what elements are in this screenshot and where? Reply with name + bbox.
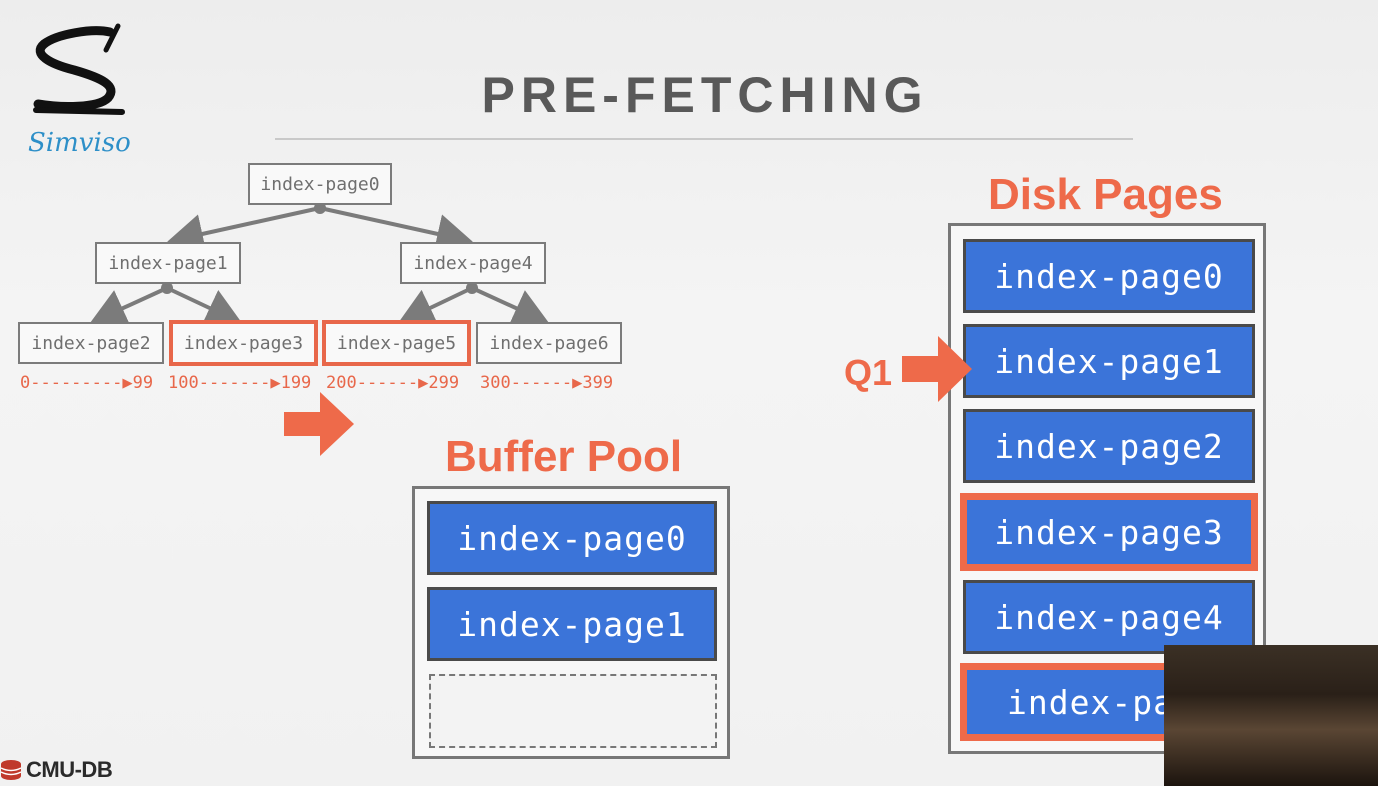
footer-logo: CMU-DB [0,757,113,783]
tree-edges [89,202,550,327]
query-label: Q1 [844,352,893,393]
tree-leaf-highlighted: index-page3 [169,320,318,366]
footer-logo-text: CMU-DB [26,757,113,782]
tree-node-root: index-page0 [248,163,392,205]
tree-leaf: index-page6 [476,322,622,364]
disk-page: index-page1 [963,324,1255,398]
disk-pages-heading: Disk Pages [988,170,1223,219]
query-arrow-icon [902,336,972,402]
key-range: 100-------▶199 [168,373,312,393]
buffer-pool-container: index-page0 index-page1 [412,486,730,759]
scan-arrow-icon [284,392,354,456]
buffer-slot: index-page1 [427,587,717,661]
slide-title: PRE-FETCHING [481,67,929,123]
buffer-slot-empty [429,674,717,748]
webcam-overlay [1164,645,1378,786]
logo-text: Simviso [28,128,131,158]
buffer-slot: index-page0 [427,501,717,575]
tree-leaf: index-page2 [18,322,164,364]
key-range: 0---------▶99 [20,373,154,393]
buffer-pool-heading: Buffer Pool [445,432,683,481]
key-range: 300------▶399 [480,373,614,393]
database-icon [0,760,22,780]
disk-page: index-page0 [963,239,1255,313]
tree-node-level1: index-page4 [400,242,546,284]
tree-node-level1: index-page1 [95,242,241,284]
key-range: 200------▶299 [326,373,460,393]
tree-leaf-highlighted: index-page5 [322,320,471,366]
disk-page-highlighted: index-page3 [961,494,1257,570]
disk-page: index-page2 [963,409,1255,483]
simviso-logo [33,23,125,115]
disk-page: index-page4 [963,580,1255,654]
title-divider [275,138,1133,140]
